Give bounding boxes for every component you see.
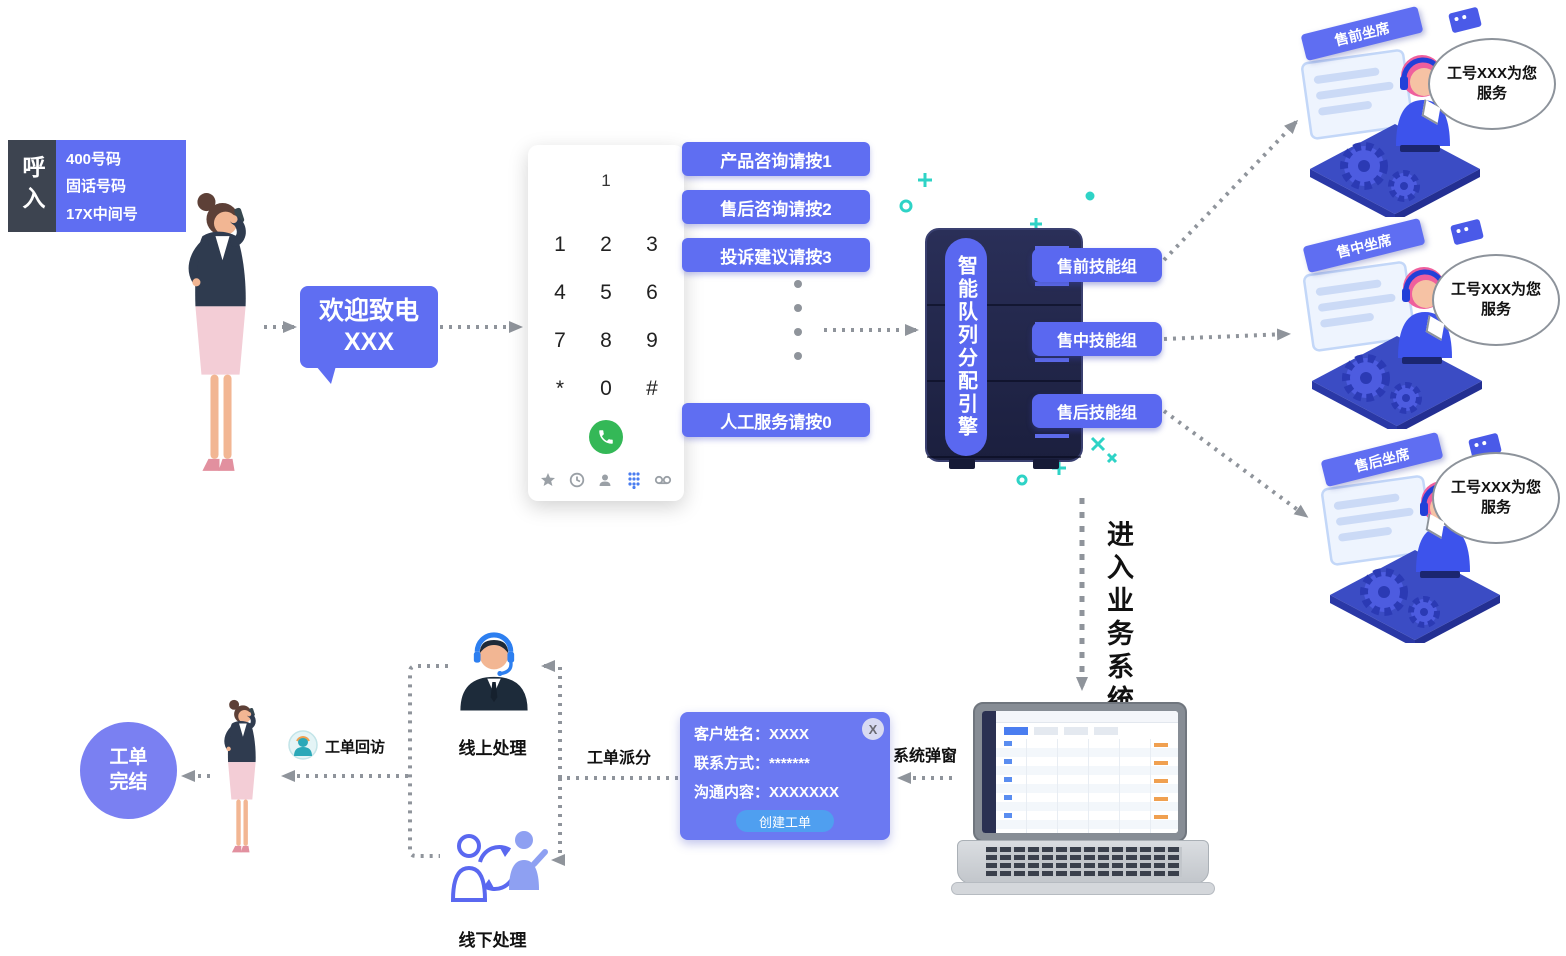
number-line-400: 400号码 xyxy=(66,151,122,168)
welcome-greeting-box: 欢迎致电XXX xyxy=(300,286,438,384)
ticket-dispatch-label: 工单派分 xyxy=(586,750,651,767)
screen-toolbar-buttons xyxy=(1004,727,1124,735)
key-hash[interactable]: # xyxy=(646,377,658,400)
laptop-screen-frame xyxy=(973,702,1187,842)
dialpad-tab-bar xyxy=(540,471,672,489)
server-foot xyxy=(1033,459,1059,469)
speech-tail xyxy=(316,366,336,384)
laptop-keys xyxy=(986,847,1182,877)
popup-contact: 联系方式：******* xyxy=(694,749,890,778)
online-handle-label: 线上处理 xyxy=(458,739,527,758)
key-6[interactable]: 6 xyxy=(646,281,658,304)
content-value: XXXXXXX xyxy=(769,784,840,801)
customer-woman-illustration xyxy=(212,696,270,864)
laptop-keyboard xyxy=(957,840,1209,884)
screen-data-table xyxy=(996,739,1178,833)
recents-clock-icon[interactable] xyxy=(569,472,585,488)
call-button[interactable] xyxy=(589,420,623,454)
call-in-label: 呼入 xyxy=(8,140,56,232)
key-9[interactable]: 9 xyxy=(646,329,658,352)
business-system-screen xyxy=(982,711,1178,833)
engine-name-label: 智能队列分配引擎 xyxy=(945,238,987,456)
ticket-popup: 客户姓名：XXXX 联系方式：******* 沟通内容：XXXXXXX X 创建… xyxy=(680,712,890,840)
dialpad-grid-icon[interactable] xyxy=(626,471,642,489)
agent-aftersale-bubble: 工号XXX为您服务 xyxy=(1432,452,1560,544)
content-label: 沟通内容： xyxy=(694,784,770,801)
key-7[interactable]: 7 xyxy=(554,329,566,352)
popup-fields: 客户姓名：XXXX 联系方式：******* 沟通内容：XXXXXXX xyxy=(680,712,890,807)
favorites-star-icon[interactable] xyxy=(540,472,556,488)
customer-name-label: 客户姓名： xyxy=(694,726,770,743)
skill-group-insale: 售中技能组 xyxy=(1032,322,1162,356)
offline-handle-label: 线下处理 xyxy=(458,931,527,950)
dialpad-display: 1 xyxy=(601,171,611,190)
ticket-complete-text: 工单完结 xyxy=(109,746,148,793)
dialpad-keys: 1 2 3 4 5 6 7 8 9 * 0 # xyxy=(543,228,669,406)
screen-topbar xyxy=(996,711,1178,723)
key-8[interactable]: 8 xyxy=(600,329,612,352)
agent-insale-bubble: 工号XXX为您服务 xyxy=(1432,254,1560,346)
key-2[interactable]: 2 xyxy=(600,233,612,256)
key-3[interactable]: 3 xyxy=(646,233,658,256)
contacts-icon[interactable] xyxy=(597,472,613,488)
laptop-base-lip xyxy=(951,882,1215,895)
close-icon[interactable]: X xyxy=(862,718,884,740)
revisit-agent-avatar xyxy=(288,730,318,760)
screen-orange-cells xyxy=(1154,743,1168,833)
key-1[interactable]: 1 xyxy=(554,233,566,256)
key-star[interactable]: * xyxy=(555,377,565,400)
menu-option-0: 人工服务请按0 xyxy=(682,403,870,437)
offline-team-illustration xyxy=(450,831,548,902)
popup-content: 沟通内容：XXXXXXX xyxy=(694,778,890,807)
phone-icon xyxy=(599,430,613,444)
screen-sidebar xyxy=(982,711,996,833)
key-4[interactable]: 4 xyxy=(554,281,566,304)
caller-number-types: 400号码 固话号码 17X中间号 xyxy=(56,140,186,232)
popup-customer-name: 客户姓名：XXXX xyxy=(694,720,890,749)
agent-presale-bubble: 工号XXX为您服务 xyxy=(1428,38,1556,130)
contact-label: 联系方式： xyxy=(694,755,770,772)
window-dots-icon xyxy=(1448,6,1482,34)
welcome-greeting-text: 欢迎致电XXX xyxy=(318,296,419,356)
server-foot xyxy=(949,459,975,469)
key-5[interactable]: 5 xyxy=(600,281,612,304)
window-dots-icon xyxy=(1450,218,1484,246)
laptop-illustration xyxy=(951,698,1215,900)
skill-group-presale: 售前技能组 xyxy=(1032,248,1162,282)
online-agent-illustration xyxy=(460,632,528,711)
voicemail-icon[interactable] xyxy=(654,472,672,488)
menu-option-2: 售后咨询请按2 xyxy=(682,190,870,224)
skill-group-aftersale: 售后技能组 xyxy=(1032,394,1162,428)
number-line-17x: 17X中间号 xyxy=(66,205,138,223)
menu-option-3: 投诉建议请按3 xyxy=(682,238,870,272)
ticket-revisit-label: 工单回访 xyxy=(324,739,385,756)
enter-business-system-label: 进入业务系统 xyxy=(1102,520,1133,718)
ticket-complete-badge: 工单完结 xyxy=(80,722,177,819)
menu-option-1: 产品咨询请按1 xyxy=(682,142,870,176)
screen-blue-cells xyxy=(1004,741,1012,831)
number-line-landline: 固话号码 xyxy=(66,178,127,196)
contact-value: ******* xyxy=(769,755,810,772)
system-popup-label: 系统弹窗 xyxy=(892,748,957,765)
customer-name-value: XXXX xyxy=(769,726,810,743)
key-0[interactable]: 0 xyxy=(600,377,612,400)
phone-dialpad: 1 1 2 3 4 5 6 7 8 9 * 0 # xyxy=(528,145,684,501)
create-ticket-button[interactable]: 创建工单 xyxy=(736,810,834,832)
